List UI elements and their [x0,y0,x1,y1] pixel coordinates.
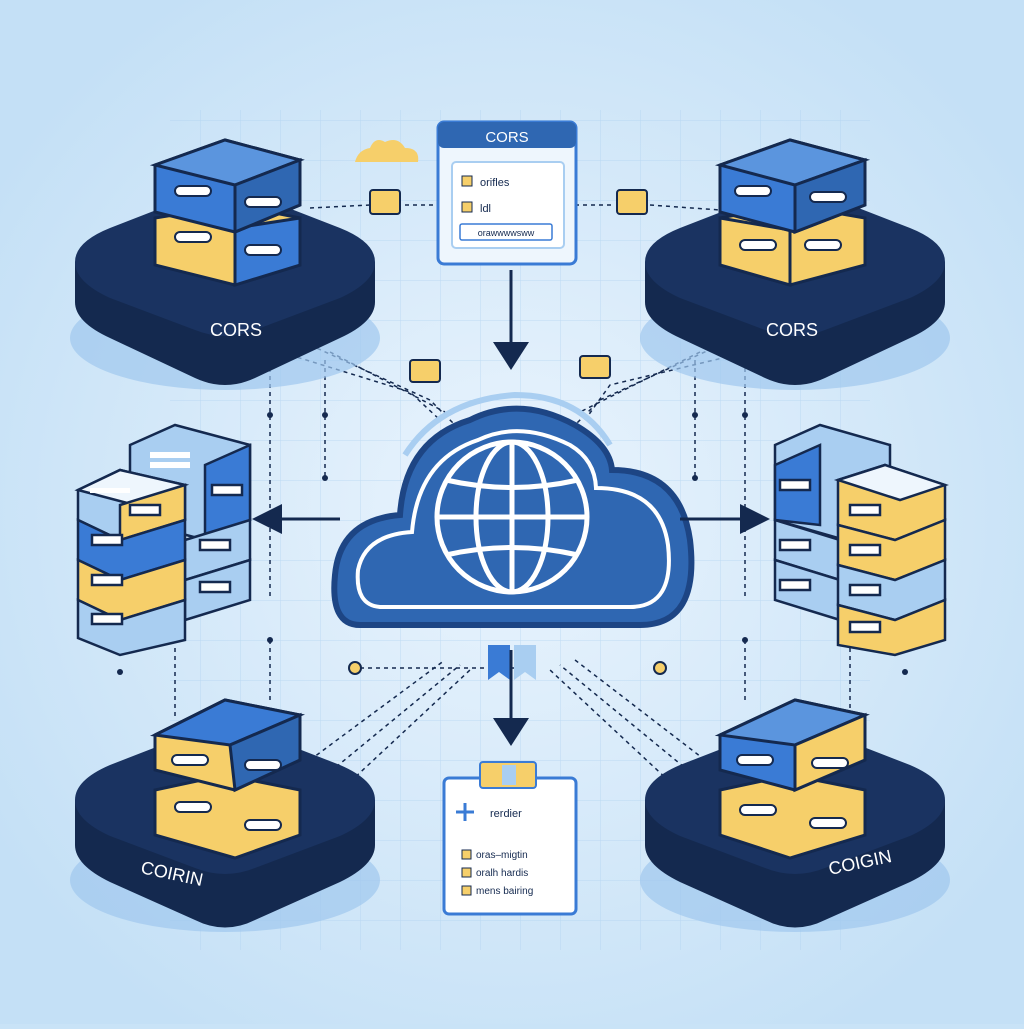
database-block-icon [149,698,306,860]
node-bottom-left: COIRIN [70,698,380,932]
database-block-icon [714,138,871,287]
server-stack-icon-right [773,423,949,657]
bottom-panel-row: oralh hardis [476,868,528,879]
top-panel-row: ldl [480,203,491,215]
top-panel-title: CORS [485,129,528,146]
small-cloud-icon [355,140,419,162]
plus-icon [456,803,474,821]
node-top-right: CORS [640,138,950,390]
database-block-icon [714,698,870,860]
connector-tags [348,189,667,675]
node-top-left: CORS [70,138,380,390]
top-cors-panel: CORS orifles ldl orawwwwsww [436,120,578,266]
node-label: CORS [210,320,262,340]
bottom-panel-header: rerdier [490,808,522,820]
server-stack-icon-left [74,423,252,657]
globe-icon [434,439,590,595]
database-block-icon [149,138,305,288]
bottom-panel-row: oras–migtin [476,850,528,861]
ribbon-icon [488,645,536,680]
padlock-icon [479,761,537,789]
arrow-icon [252,504,770,746]
bottom-panel: rerdier oras–migtin oralh hardis mens ba… [442,761,578,916]
top-panel-row: orifles [480,177,510,189]
node-bottom-right: COIGIN [640,698,950,932]
top-panel-field: orawwwwsww [478,228,535,238]
node-label: CORS [766,320,818,340]
arrow-icon [493,270,529,370]
bottom-panel-row: mens bairing [476,886,533,897]
